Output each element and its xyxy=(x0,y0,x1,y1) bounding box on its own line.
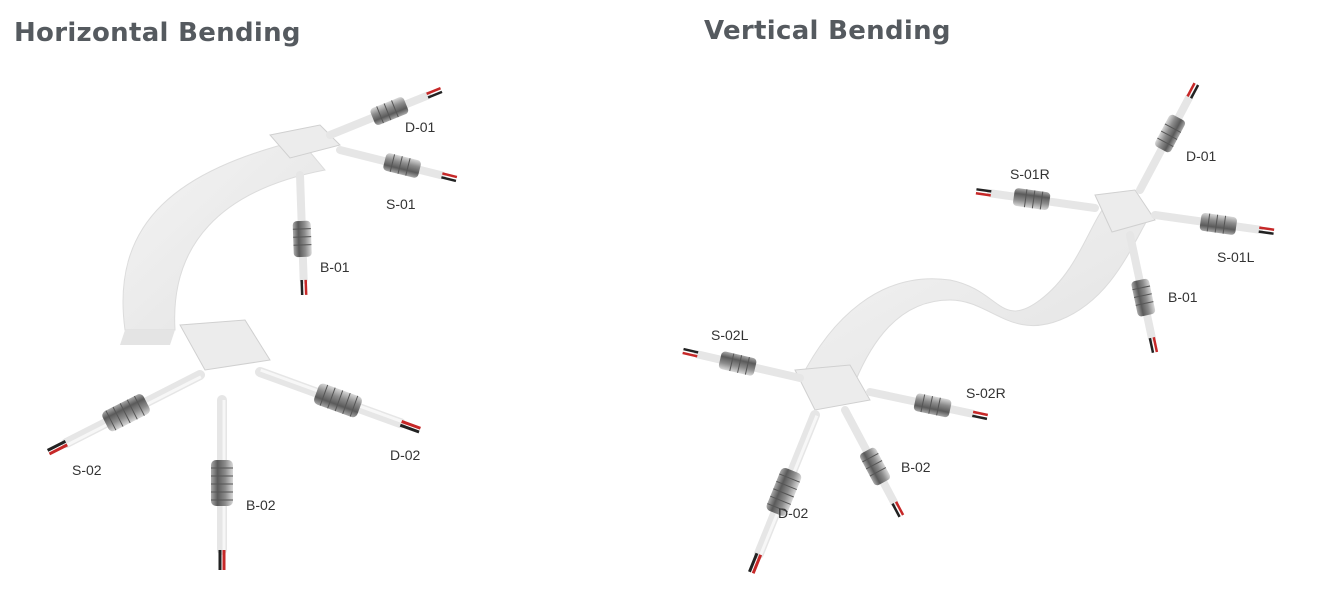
label-v-d01: D-01 xyxy=(1186,148,1217,164)
label-v-b02: B-02 xyxy=(901,459,931,475)
horizontal-bending-group: D-01 S-01 B-01 S-02 D-02 B-02 xyxy=(44,82,459,570)
label-v-s02r: S-02R xyxy=(966,385,1006,401)
horizontal-top-junction xyxy=(269,124,341,159)
horizontal-bending-title: Horizontal Bending xyxy=(14,18,301,48)
label-v-b01: B-01 xyxy=(1168,289,1198,305)
label-v-s01r: S-01R xyxy=(1010,166,1050,182)
vertical-bending-group: S-01R D-01 S-01L B-01 S-02L S-02R B-02 D… xyxy=(681,80,1275,577)
label-v-s01l: S-01L xyxy=(1217,249,1255,265)
label-h-b02: B-02 xyxy=(246,497,276,513)
label-v-s02l: S-02L xyxy=(711,327,749,343)
label-h-b01: B-01 xyxy=(320,259,350,275)
label-h-d02: D-02 xyxy=(390,447,421,463)
vertical-led-strip xyxy=(799,199,1151,396)
vertical-bottom-junction xyxy=(794,364,871,411)
label-h-d01: D-01 xyxy=(405,119,436,135)
label-v-d02: D-02 xyxy=(778,505,809,521)
horizontal-bottom-junction xyxy=(179,319,271,371)
vertical-top-junction xyxy=(1094,189,1156,233)
label-h-s02: S-02 xyxy=(72,462,102,478)
label-h-s01: S-01 xyxy=(386,196,416,212)
vertical-bending-title: Vertical Bending xyxy=(704,16,951,46)
